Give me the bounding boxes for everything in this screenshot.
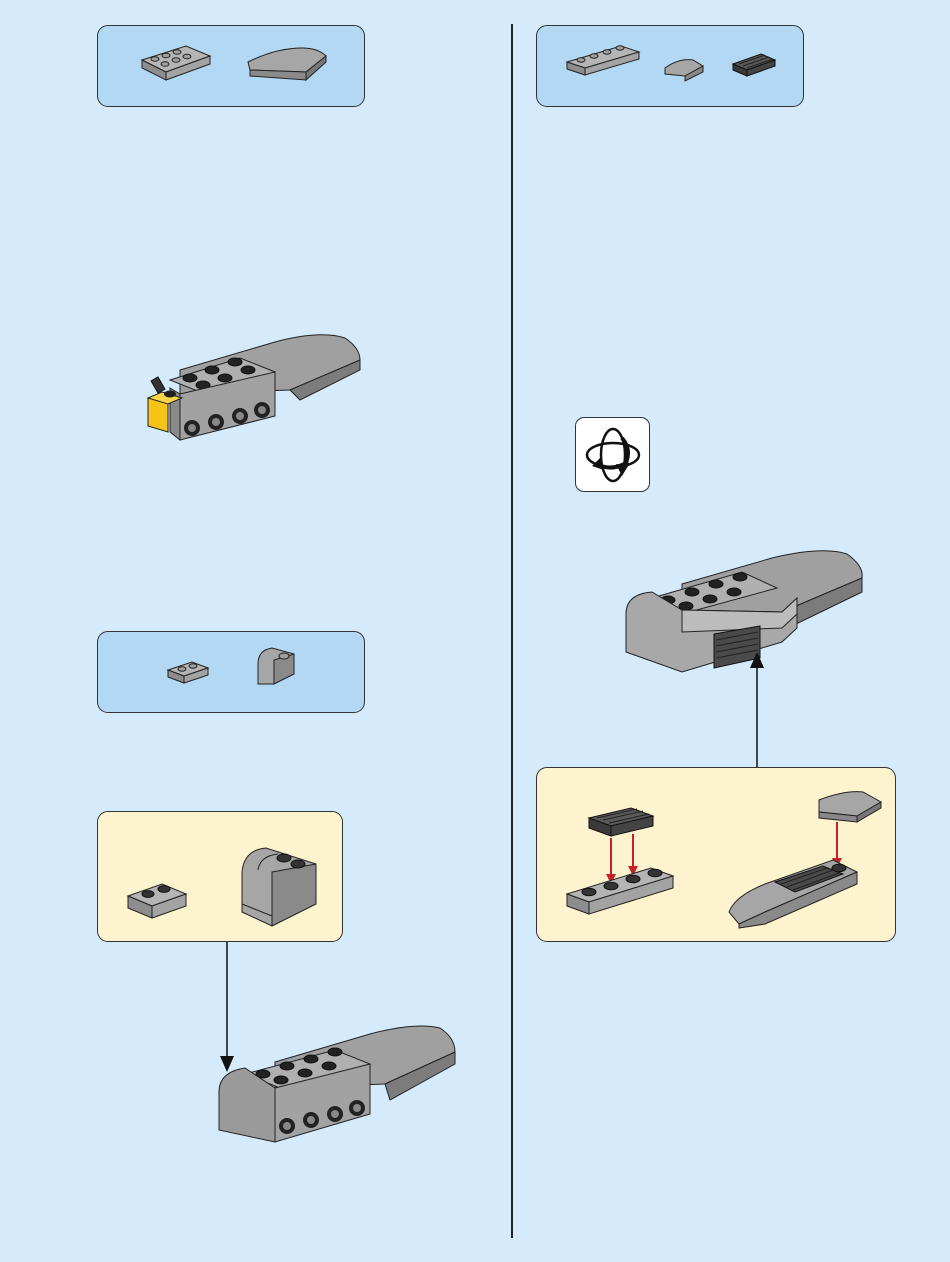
small-curved-slope-gray-icon xyxy=(663,56,705,82)
rotate-model-icon xyxy=(582,424,644,486)
grille-on-plate-1x4-icon xyxy=(565,806,677,918)
plate-2x4-gray-icon xyxy=(140,38,212,83)
subassembly-callout-step-right-1 xyxy=(536,767,896,942)
grille-tile-dark-gray-icon xyxy=(731,50,777,80)
curved-slope-gray-icon xyxy=(246,44,328,84)
plate-1x4-gray-icon xyxy=(565,40,641,80)
column-divider xyxy=(511,24,513,1238)
curved-brick-gray-icon xyxy=(254,644,300,688)
plate-1x2-gray-icon xyxy=(126,878,188,922)
rotate-model-callout xyxy=(575,417,650,492)
slope-with-tile-icon xyxy=(725,788,887,933)
parts-callout-step-left-2 xyxy=(97,631,365,713)
wing-assembly-gray-icon xyxy=(215,1022,460,1157)
plate-1x2-gray-icon xyxy=(166,656,210,686)
attach-arrow-up xyxy=(750,652,764,768)
curved-brick-stack-gray-icon xyxy=(238,842,320,932)
parts-callout-step-left-1 xyxy=(97,25,365,107)
wing-assembly-underside-icon xyxy=(622,548,867,680)
parts-callout-step-right-1 xyxy=(536,25,804,107)
wing-assembly-with-yellow-brick-icon xyxy=(140,328,370,458)
subassembly-callout-step-left-2 xyxy=(97,811,343,942)
